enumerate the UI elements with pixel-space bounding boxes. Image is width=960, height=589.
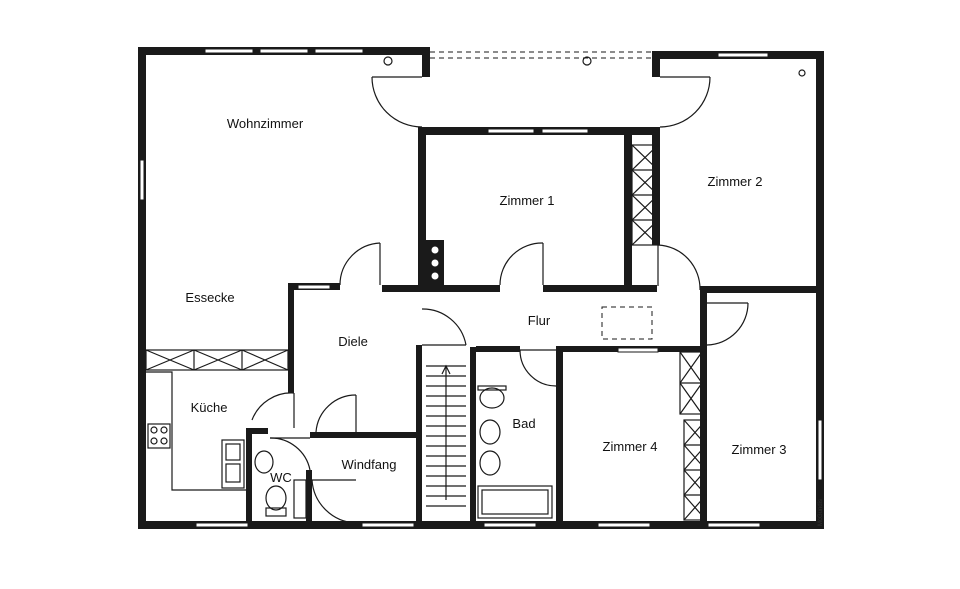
- sanitary-fixtures: [254, 385, 553, 519]
- kitchen-fittings: [146, 371, 246, 491]
- staircase: [426, 364, 466, 507]
- label-diele: Diele: [338, 334, 368, 349]
- label-zimmer-3: Zimmer 3: [732, 442, 787, 457]
- label-zimmer-1: Zimmer 1: [500, 193, 555, 208]
- label-windfang: Windfang: [342, 457, 397, 472]
- label-flur: Flur: [528, 313, 551, 328]
- label-bad: Bad: [512, 416, 535, 431]
- windows: [139, 48, 823, 528]
- doors: [251, 76, 749, 524]
- label-zimmer-2: Zimmer 2: [708, 174, 763, 189]
- balcony: [430, 51, 652, 59]
- label-kueche: Küche: [191, 400, 228, 415]
- label-zimmer-4: Zimmer 4: [603, 439, 658, 454]
- wardrobes: [145, 144, 707, 521]
- room-labels: Wohnzimmer Zimmer 1 Zimmer 2 Essecke Die…: [185, 116, 824, 526]
- label-essecke: Essecke: [185, 290, 234, 305]
- label-wohnzimmer: Wohnzimmer: [227, 116, 304, 131]
- credit-text: McGundis: [818, 499, 824, 526]
- details: [383, 56, 806, 340]
- label-wc: WC: [270, 470, 292, 485]
